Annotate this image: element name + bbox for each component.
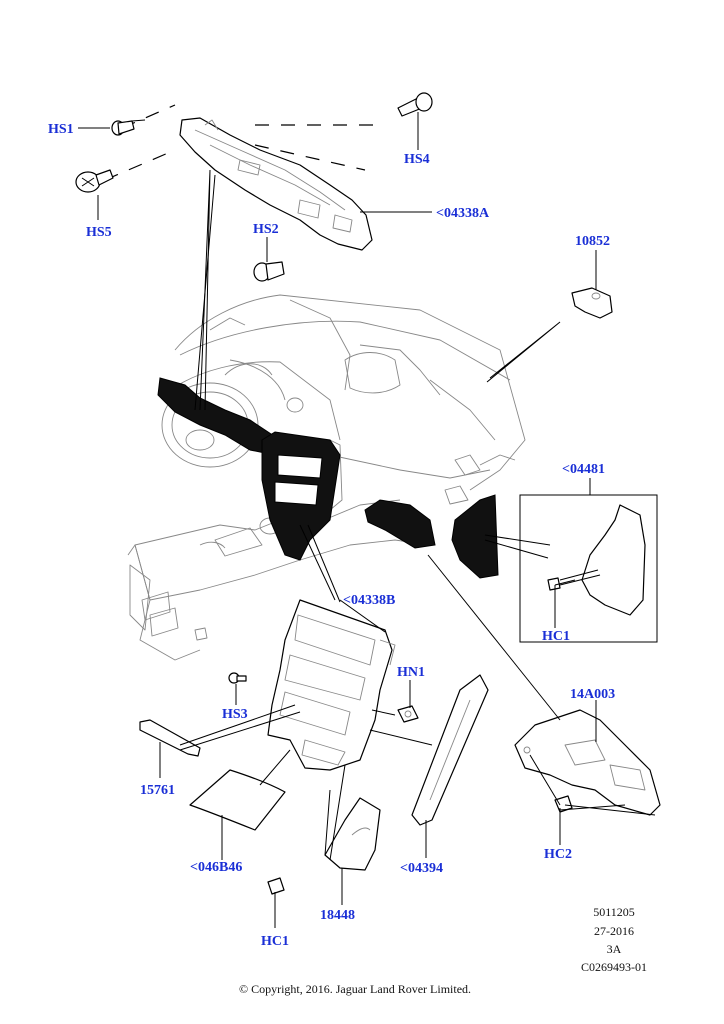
strip-15761-part bbox=[139, 719, 201, 757]
panel-046b46-part bbox=[189, 769, 286, 831]
panel-04394-part bbox=[411, 674, 489, 826]
trim-18448-part bbox=[324, 797, 381, 871]
highlighted-dash-parts bbox=[157, 377, 499, 579]
label-hs1[interactable]: HS1 bbox=[48, 122, 74, 137]
label-046b46[interactable]: <046B46 bbox=[190, 860, 242, 875]
label-14a003[interactable]: 14A003 bbox=[570, 687, 615, 702]
label-04481[interactable]: <04481 bbox=[562, 462, 605, 477]
label-hs2[interactable]: HS2 bbox=[253, 222, 279, 237]
bolt-hs4-icon bbox=[397, 92, 433, 117]
label-hs4[interactable]: HS4 bbox=[404, 152, 430, 167]
label-hs3[interactable]: HS3 bbox=[222, 707, 248, 722]
label-hc1-bottom[interactable]: HC1 bbox=[261, 934, 289, 949]
screw-hs3-icon bbox=[228, 672, 247, 684]
label-04394[interactable]: <04394 bbox=[400, 861, 443, 876]
upper-bracket-part bbox=[179, 117, 373, 251]
clip-hc1-icon bbox=[267, 877, 285, 895]
clip-hc2-icon bbox=[554, 795, 573, 813]
copyright-text: © Copyright, 2016. Jaguar Land Rover Lim… bbox=[239, 982, 471, 996]
meta-line-3: 3A bbox=[607, 942, 622, 956]
label-hc2[interactable]: HC2 bbox=[544, 847, 572, 862]
label-15761[interactable]: 15761 bbox=[140, 783, 175, 798]
leader-lines bbox=[78, 112, 656, 928]
label-04338b[interactable]: <04338B bbox=[343, 593, 395, 608]
label-10852[interactable]: 10852 bbox=[575, 234, 610, 249]
screw-hs1-icon bbox=[111, 119, 146, 136]
meta-line-1: 5011205 bbox=[593, 905, 635, 919]
label-04338a[interactable]: <04338A bbox=[436, 206, 490, 221]
nut-hn1-icon bbox=[397, 705, 419, 723]
meta-line-2: 27-2016 bbox=[594, 924, 634, 938]
label-hc1-inset[interactable]: HC1 bbox=[542, 629, 570, 644]
meta-line-4: C0269493-01 bbox=[581, 960, 647, 974]
panel-14a003-part bbox=[514, 709, 661, 816]
inset-04481 bbox=[519, 494, 658, 643]
label-hn1[interactable]: HN1 bbox=[397, 665, 425, 680]
label-18448[interactable]: 18448 bbox=[320, 908, 355, 923]
bolt-hs2-icon bbox=[253, 261, 285, 282]
clip-10852-part bbox=[571, 287, 613, 319]
label-hs5[interactable]: HS5 bbox=[86, 225, 112, 240]
centre-stack-frame-part bbox=[267, 599, 396, 771]
bolt-hs5-icon bbox=[75, 169, 114, 193]
